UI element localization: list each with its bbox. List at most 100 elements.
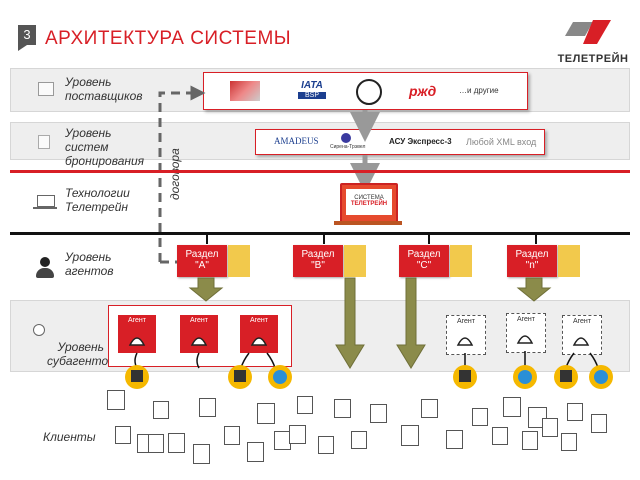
- client-box: [148, 434, 164, 453]
- agent-label: Агент: [127, 317, 147, 324]
- tick-n: [535, 234, 537, 244]
- tick-a: [206, 234, 208, 244]
- supplier-others: …и другие: [459, 86, 499, 95]
- supplier-logo-rzd: ржд: [409, 83, 437, 99]
- client-box: [446, 430, 463, 449]
- tick-b: [323, 234, 325, 244]
- section-b-label: Раздел "B": [293, 245, 343, 277]
- slide-number: 3: [23, 27, 31, 42]
- tick-c: [428, 234, 430, 244]
- agent-red-1: Агент: [118, 315, 156, 353]
- agent-person-body: [36, 268, 54, 278]
- level-label-agents: Уровень агентов: [65, 250, 114, 278]
- arrow-section-n: [516, 277, 552, 302]
- section-n-doc-icon: [558, 245, 580, 277]
- subagent-person-icon: [33, 324, 45, 336]
- agent-figure-3: [250, 337, 268, 346]
- agent-figure-2: [190, 337, 208, 346]
- client-box: [115, 426, 131, 444]
- brand-name: ТЕЛЕТРЕЙН: [557, 53, 629, 65]
- agent-red-3: Агент: [240, 315, 278, 353]
- brand-logo: ТЕЛЕТРЕЙН: [553, 18, 633, 68]
- client-box: [421, 399, 438, 418]
- agent-label: Агент: [516, 316, 536, 323]
- bsp-label: BSP: [298, 92, 326, 99]
- client-box: [401, 425, 419, 446]
- suppliers-icon: [38, 82, 54, 96]
- agent-label: Агент: [249, 317, 269, 324]
- section-b-doc-icon: [344, 245, 366, 277]
- level-label-subagents: Уровень субагентов: [47, 340, 115, 368]
- contracts-dashed-line: [158, 85, 206, 262]
- system-line2: ТЕЛЕТРЕЙН: [350, 201, 388, 207]
- client-box: [503, 397, 521, 417]
- agent-white-2: Агент: [506, 313, 546, 353]
- client-box: [107, 390, 125, 410]
- arrow-section-b: [335, 277, 365, 369]
- slide-number-tab: [18, 45, 36, 51]
- agent-label: Агент: [456, 318, 476, 325]
- agent-red-2: Агент: [180, 315, 218, 353]
- client-box: [297, 396, 313, 414]
- booking-xml: Любой XML вход: [466, 137, 537, 147]
- booking-asu: АСУ Экспресс-3: [389, 137, 452, 146]
- level-label-tech: Технологии Телетрейн: [65, 186, 130, 214]
- supplier-logo-round: [356, 79, 382, 105]
- system-line1: СИСТЕМА: [354, 195, 384, 201]
- level-label-suppliers: Уровень поставщиков: [65, 75, 143, 103]
- agent-white-3: Агент: [562, 315, 602, 355]
- brand-logo-icon: [565, 20, 611, 44]
- system-laptop-base: [334, 221, 402, 225]
- client-box: [370, 404, 387, 423]
- client-box: [542, 418, 558, 437]
- suppliers-box: IATA BSP ржд …и другие: [203, 72, 528, 110]
- agent-figure-6: [572, 337, 590, 346]
- client-box: [351, 431, 367, 449]
- client-box: [224, 426, 240, 445]
- section-n-label: Раздел "n": [507, 245, 557, 277]
- supplier-logo-airline: [230, 81, 260, 101]
- booking-sirena: Сирена-Трэвел: [330, 144, 366, 150]
- client-box: [522, 431, 538, 450]
- agent-figure-1: [128, 337, 146, 346]
- client-box: [289, 425, 306, 444]
- arrow-section-c: [396, 277, 426, 369]
- client-box: [472, 408, 488, 426]
- section-a-doc-icon: [228, 245, 250, 277]
- client-box: [193, 444, 210, 464]
- agent-label: Агент: [189, 317, 209, 324]
- laptop-icon: [37, 195, 55, 207]
- client-box: [591, 414, 607, 433]
- client-box: [567, 403, 583, 421]
- booking-sirena-icon: [341, 133, 351, 143]
- level-label-clients: Клиенты: [43, 430, 96, 444]
- supplier-logo-iata: IATA BSP: [292, 76, 332, 106]
- section-a-label: Раздел "A": [177, 245, 227, 277]
- arrow-section-a: [188, 277, 224, 302]
- client-box: [318, 436, 334, 454]
- laptop-base: [33, 207, 57, 209]
- client-box: [334, 399, 351, 418]
- client-box: [247, 442, 264, 462]
- client-box: [257, 403, 275, 424]
- tech-bottom-line: [10, 232, 630, 235]
- system-screen: СИСТЕМА ТЕЛЕТРЕЙН: [346, 189, 392, 215]
- iata-label: IATA: [301, 80, 323, 91]
- section-c-label: Раздел "C": [399, 245, 449, 277]
- booking-box: AMADEUS Сирена-Трэвел АСУ Экспресс-3 Люб…: [255, 129, 545, 155]
- client-box: [561, 433, 577, 451]
- agent-figure-4: [456, 337, 474, 346]
- agent-label: Агент: [572, 318, 592, 325]
- client-box: [199, 398, 216, 417]
- booking-icon: [38, 135, 50, 149]
- client-box: [492, 427, 508, 445]
- client-box: [168, 433, 185, 453]
- level-label-booking: Уровень систем бронирования: [65, 126, 145, 168]
- page-title: АРХИТЕКТУРА СИСТЕМЫ: [45, 28, 292, 49]
- agent-white-1: Агент: [446, 315, 486, 355]
- client-box: [153, 401, 169, 419]
- agent-figure-5: [516, 335, 534, 344]
- agent-person-icon: [40, 257, 50, 267]
